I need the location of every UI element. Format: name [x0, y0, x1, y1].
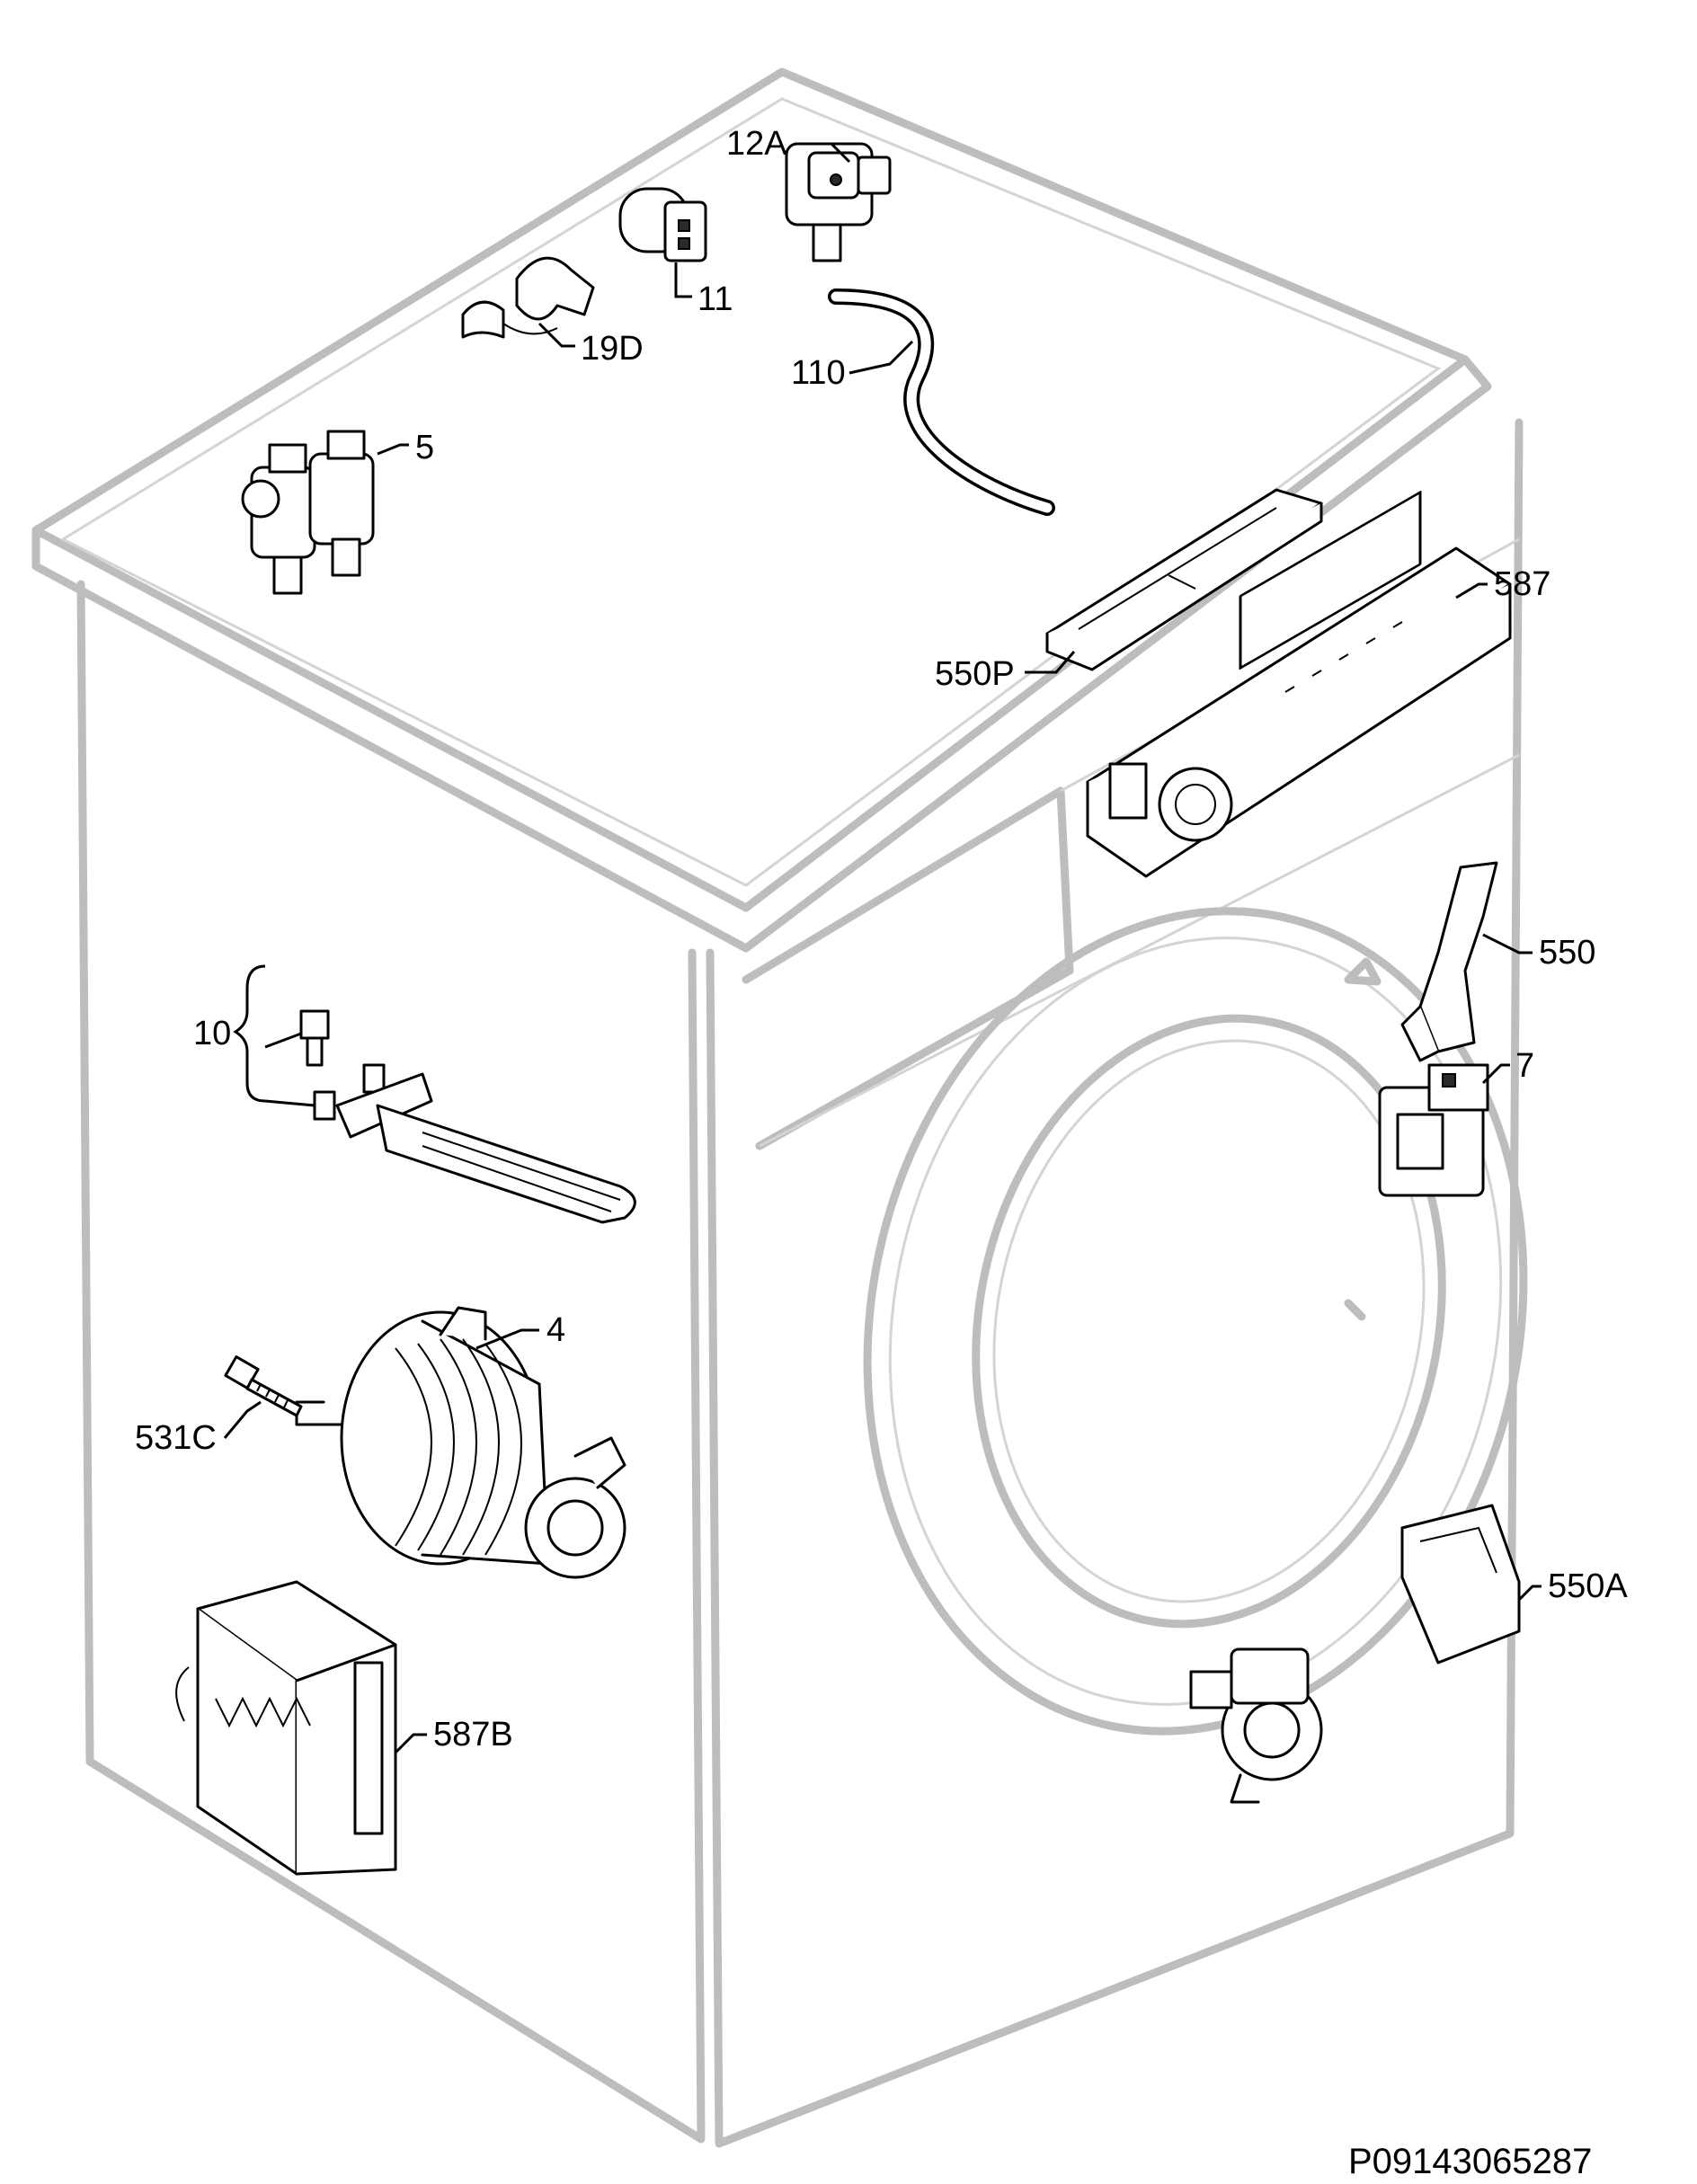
label-19d: 19D: [581, 330, 644, 368]
inlet-valve-5: [241, 430, 375, 595]
heating-element-10: [299, 1009, 636, 1224]
part-labels: 12A 11 19D 110 5 587 550P 550 7 10 4 531…: [135, 125, 1628, 1753]
label-11: 11: [697, 280, 733, 318]
door-interlock-7: [1378, 1063, 1489, 1197]
label-587b: 587B: [433, 1716, 513, 1753]
label-550: 550: [1539, 934, 1595, 972]
label-587: 587: [1494, 565, 1550, 603]
label-4: 4: [546, 1311, 565, 1349]
label-550a: 550A: [1548, 1567, 1628, 1605]
label-7: 7: [1515, 1047, 1534, 1085]
cable-clamp-19d: [461, 256, 595, 339]
label-550p: 550P: [935, 655, 1015, 693]
screw-531c: [224, 1355, 303, 1417]
label-531c: 531C: [135, 1419, 217, 1457]
interference-filter-11: [618, 187, 707, 262]
label-12a: 12A: [726, 125, 787, 163]
electronic-module-587: [1086, 491, 1512, 878]
cover-block-550a: [1400, 1504, 1521, 1665]
pressure-switch-12a: [785, 142, 892, 262]
label-110: 110: [791, 354, 846, 392]
door-handle-550: [1400, 861, 1498, 1062]
label-5: 5: [415, 429, 434, 466]
drain-pump: [1189, 1647, 1323, 1804]
label-10: 10: [193, 1015, 231, 1052]
washer-cabinet-outline: [31, 67, 1528, 2148]
dispenser-cover-550p: [1045, 488, 1323, 671]
leader-lines: [223, 142, 1542, 1754]
pressure-hose-110: [828, 289, 1055, 516]
motor-4: [295, 1306, 626, 1579]
power-module-587b: [175, 1580, 397, 1876]
drawing-code: P09143065287: [1348, 2142, 1592, 2181]
